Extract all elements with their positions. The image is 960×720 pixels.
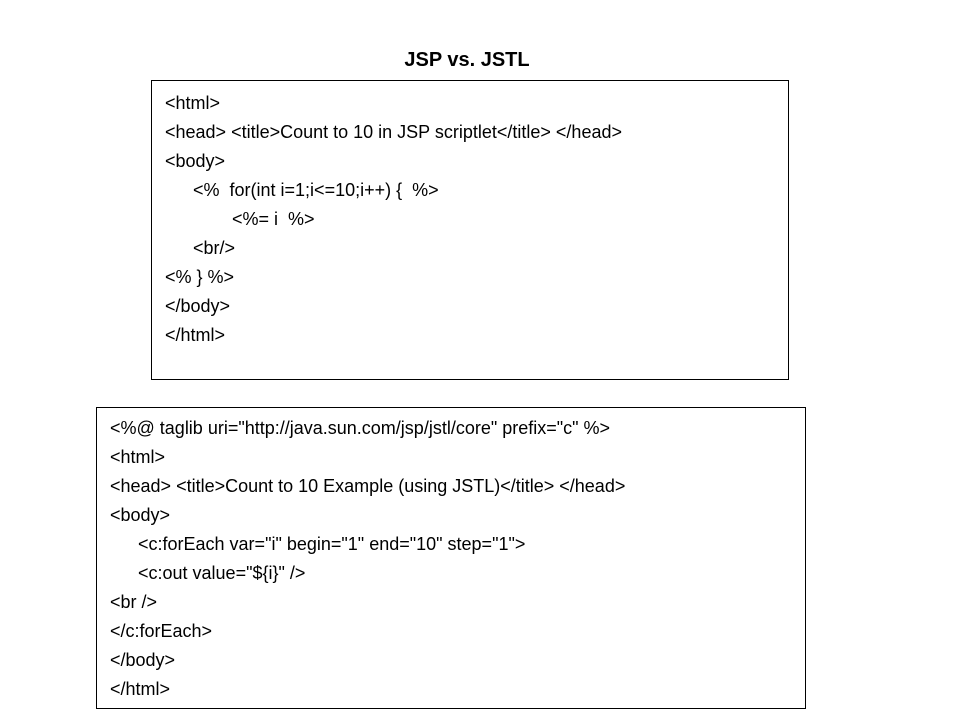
jsp-code-line: </body> xyxy=(165,296,231,316)
jstl-code-line: <c:forEach var="i" begin="1" end="10" st… xyxy=(138,534,526,554)
jsp-code-line: <% for(int i=1;i<=10;i++) { %> xyxy=(193,180,439,200)
jstl-code-line: <c:out value="${i}" /> xyxy=(138,563,306,583)
slide-title: JSP vs. JSTL xyxy=(404,49,530,71)
jsp-code-line: <head> <title>Count to 10 in JSP scriptl… xyxy=(165,122,622,142)
jsp-code-line: <br/> xyxy=(193,238,236,258)
jsp-code-line: <% } %> xyxy=(165,267,235,287)
jsp-code-line: <%= i %> xyxy=(232,209,315,229)
jsp-code-line: </html> xyxy=(165,325,226,345)
jstl-code-line: <br /> xyxy=(110,592,158,612)
jstl-code-line: </body> xyxy=(110,650,176,670)
jstl-code-line: <head> <title>Count to 10 Example (using… xyxy=(110,476,626,496)
jsp-code-box: <html> <head> <title>Count to 10 in JSP … xyxy=(151,80,789,380)
jstl-code-line: <body> xyxy=(110,505,171,525)
jstl-code-line: <%@ taglib uri="http://java.sun.com/jsp/… xyxy=(110,418,611,438)
jstl-code-line: </html> xyxy=(110,679,171,699)
jsp-code-line: <html> xyxy=(165,93,221,113)
jstl-code-box: <%@ taglib uri="http://java.sun.com/jsp/… xyxy=(96,407,806,709)
jstl-code-line: <html> xyxy=(110,447,166,467)
jstl-code-line: </c:forEach> xyxy=(110,621,213,641)
jsp-code-line: <body> xyxy=(165,151,226,171)
